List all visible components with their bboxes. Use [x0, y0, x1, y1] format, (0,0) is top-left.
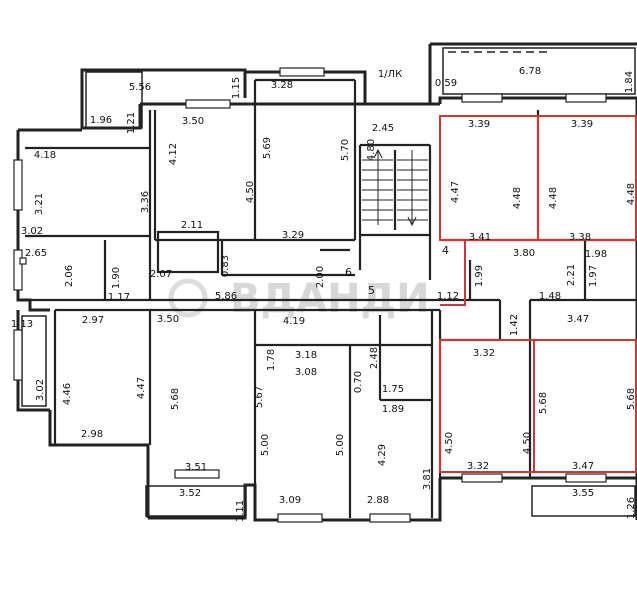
dimension-label: 4.48 [548, 187, 559, 209]
dimension-label: 3.50 [182, 116, 204, 127]
dimension-label: 5.68 [538, 392, 549, 414]
dimension-label: 2.98 [81, 429, 103, 440]
dimension-label: 3.47 [567, 314, 589, 325]
dimension-label: 5.70 [340, 139, 351, 161]
dimension-label: 1.90 [111, 267, 122, 289]
dimension-label: 1.84 [624, 71, 635, 93]
corridor-label-4: 4 [442, 244, 449, 257]
dimension-label: 3.18 [295, 350, 317, 361]
dimension-label: 4.46 [62, 383, 73, 405]
internal-walls [25, 78, 637, 518]
dimension-label: 3.39 [468, 119, 490, 130]
dimension-label: 2.88 [367, 495, 389, 506]
dimension-label: 2.06 [64, 265, 75, 287]
dimension-label: 5.67 [254, 386, 265, 408]
dimension-label: 4.48 [626, 183, 637, 205]
dimension-label: 4.19 [283, 316, 305, 327]
corridor-label-5: 5 [368, 284, 375, 297]
dimension-label: 1.11 [235, 500, 246, 522]
dimension-label: 3.80 [513, 248, 535, 259]
dimension-label: 2.65 [25, 248, 47, 259]
dimension-label: 1.75 [382, 384, 404, 395]
selected-rooms-bottom [439, 339, 637, 473]
dimension-label: 2.11 [181, 220, 203, 231]
dimension-label: 1.26 [626, 497, 637, 519]
dimension-label: 3.09 [279, 495, 301, 506]
dimension-label: 3.08 [295, 367, 317, 378]
dimension-label: 4.18 [34, 150, 56, 161]
dimension-label: 1.12 [437, 291, 459, 302]
dimension-label: 0.70 [353, 371, 364, 393]
dimension-label: 2.97 [82, 315, 104, 326]
dimension-label: 3.02 [35, 379, 46, 401]
dimension-label: 5.68 [626, 388, 637, 410]
selected-apartment-outline [439, 115, 637, 473]
dimension-label: 1.21 [126, 112, 137, 134]
dimension-label: 3.02 [21, 226, 43, 237]
dimension-label: 3.28 [271, 80, 293, 91]
corridor-label-6: 6 [345, 266, 352, 279]
dimension-label: 1.48 [539, 291, 561, 302]
dimension-label: 3.38 [569, 232, 591, 243]
dimension-label: 3.41 [469, 232, 491, 243]
dimension-label: 4.50 [522, 432, 533, 454]
dimension-label: 3.29 [282, 230, 304, 241]
dimension-label: 2.45 [372, 123, 394, 134]
dimension-label: 3.39 [571, 119, 593, 130]
dimension-label: 1.17 [108, 292, 130, 303]
dimension-label: 1.98 [585, 249, 607, 260]
dimension-label: 4.12 [168, 143, 179, 165]
windows [13, 67, 607, 523]
dimension-label: 3.47 [572, 461, 594, 472]
dimension-label: 3.32 [473, 348, 495, 359]
dimension-label: 1.99 [474, 265, 485, 287]
dimension-label: 4.50 [444, 432, 455, 454]
dimension-label: 5.00 [260, 434, 271, 456]
dimension-label: 1.89 [382, 404, 404, 415]
dimension-label: 3.81 [422, 468, 433, 490]
dimension-label: 3.21 [34, 193, 45, 215]
dimension-label: 4.48 [512, 187, 523, 209]
dimension-label: 0.83 [220, 255, 231, 277]
dimension-label: 1.96 [90, 115, 112, 126]
dimension-label: 4.29 [377, 444, 388, 466]
dimension-label: 0.59 [435, 78, 457, 89]
dimension-label: 3.51 [185, 462, 207, 473]
balcony-bottom-left [145, 485, 247, 517]
dimension-label: 1.15 [231, 77, 242, 99]
dimension-label: 5.69 [262, 137, 273, 159]
dimension-label: 3.50 [157, 314, 179, 325]
dimension-label: 2.07 [150, 269, 172, 280]
balcony-top-left [85, 71, 143, 129]
stair-treads [362, 148, 428, 227]
balcony-bottom-right [531, 485, 636, 517]
dimension-label: 4.80 [366, 139, 377, 161]
dimension-label: 3.55 [572, 488, 594, 499]
dimension-label: 3.36 [140, 191, 151, 213]
dimension-label: 3.52 [179, 488, 201, 499]
dimension-labels: 5.56 1.15 3.28 1/ЛК 6.78 1.84 0.59 1.96 1.21 3.50… [11, 66, 637, 522]
dimension-label: 6.78 [519, 66, 541, 77]
dimension-label: 2.21 [566, 264, 577, 286]
dimension-label: 2.48 [369, 347, 380, 369]
dimension-label: 1.42 [509, 314, 520, 336]
dimension-label: 3.32 [467, 461, 489, 472]
dimension-label: 1/ЛК [378, 69, 402, 80]
dimension-label: 1.97 [588, 265, 599, 287]
dimension-label: 1.13 [11, 319, 33, 330]
balcony-top-right [442, 47, 636, 95]
dimension-label: 4.47 [450, 181, 461, 203]
dimension-label: 4.50 [245, 181, 256, 203]
dimension-label: 5.00 [335, 434, 346, 456]
dimension-label: 5.86 [215, 291, 237, 302]
dimension-label: 1.78 [266, 349, 277, 371]
dimension-label: 5.56 [129, 82, 151, 93]
dimension-label: 5.68 [170, 388, 181, 410]
balconies [21, 47, 636, 517]
dimension-label: 4.47 [136, 377, 147, 399]
dimension-label: 2.00 [315, 266, 326, 288]
